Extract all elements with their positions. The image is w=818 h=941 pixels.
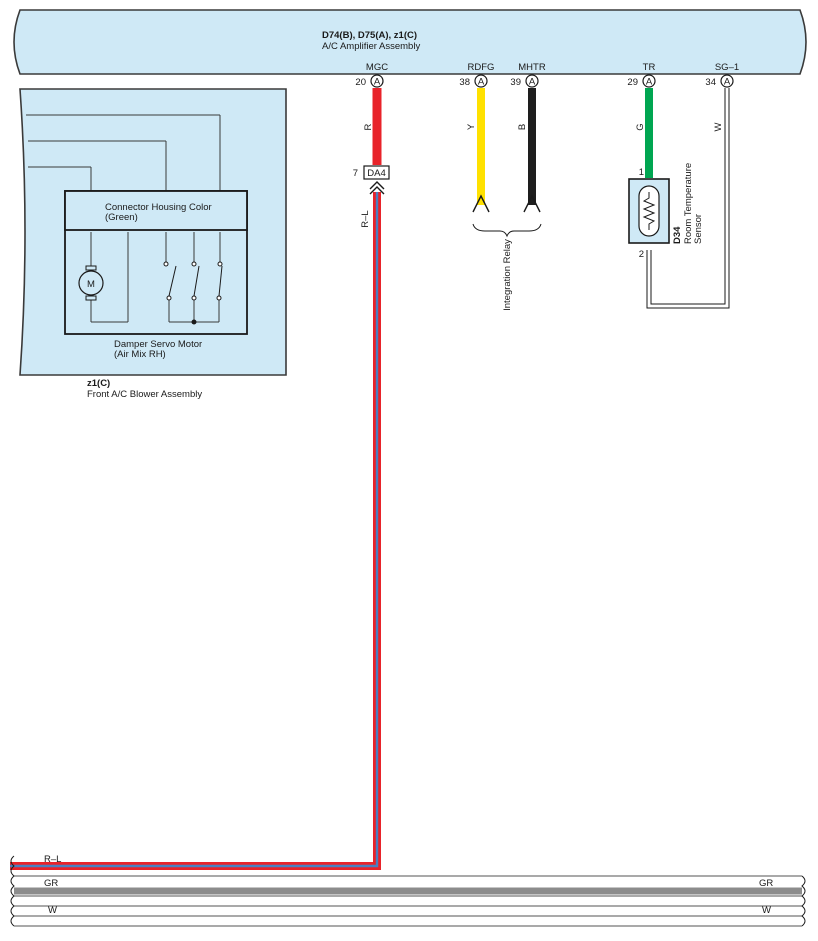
wire-end-chevron — [472, 194, 490, 213]
servo-internal-wiring — [90, 232, 221, 323]
bus-label-w-right: W — [762, 905, 771, 916]
switch-icon — [216, 261, 223, 301]
motor-name-line2: (Air Mix RH) — [114, 349, 166, 360]
wire-color-label: G — [635, 123, 646, 130]
terminal-pin-number: 34 — [705, 77, 716, 88]
relay-name: Integration Relay — [502, 239, 513, 311]
junction-dot — [191, 319, 197, 325]
motor-name-line1: Damper Servo Motor — [114, 339, 202, 350]
terminal-pin-number: 39 — [510, 77, 521, 88]
terminal-pin-number: 38 — [459, 77, 470, 88]
bus-label-w-left: W — [48, 905, 57, 916]
terminal-signal: TR — [643, 62, 656, 73]
break-mark-right — [801, 875, 806, 927]
amplifier-assembly: D74(B), D75(A), z1(C) A/C Amplifier Asse… — [13, 9, 807, 75]
wire-r-l-stripe — [10, 192, 379, 868]
motor-icon — [78, 270, 104, 296]
junction-chevron — [369, 181, 385, 190]
terminal-sg1: SG–1 34 A — [705, 62, 739, 88]
integration-relay: Integration Relay — [472, 223, 542, 311]
wire-tr: G — [635, 88, 653, 178]
bus-label-gr-left: GR — [44, 878, 58, 889]
junction-box — [363, 165, 390, 180]
terminal-connector-circle — [720, 74, 734, 88]
terminal-connector-circle — [370, 74, 384, 88]
terminal-signal: MGC — [366, 62, 388, 73]
blower-name: Front A/C Blower Assembly — [87, 389, 202, 400]
wire-color-label: B — [517, 124, 528, 130]
terminal-conn-letter: A — [529, 77, 536, 88]
terminal-conn-letter: A — [374, 77, 381, 88]
wire-mgc: R — [363, 88, 382, 165]
bus-label-r-l: R–L — [44, 854, 61, 865]
terminal-conn-letter: A — [724, 77, 731, 88]
relay-bracket — [472, 223, 542, 238]
terminal-connector-circle — [525, 74, 539, 88]
terminal-pin-number: 20 — [355, 77, 366, 88]
wire-end-chevron — [523, 194, 541, 213]
room-temperature-sensor: 1 2 D34 Room Temperature Sensor — [628, 163, 704, 260]
terminal-connector-circle — [474, 74, 488, 88]
wire-color-label: W — [713, 122, 724, 131]
sensor-pin-bottom: 2 — [639, 249, 644, 260]
wire-white-inner — [647, 88, 729, 308]
terminal-mhtr: MHTR 39 A — [510, 62, 545, 88]
blower-assembly: Connector Housing Color (Green) M — [19, 88, 287, 376]
sensor-name-line2: Sensor — [693, 214, 704, 244]
blower-internal-wires — [26, 114, 221, 191]
wire-rdfg: Y — [466, 88, 490, 213]
amplifier-panel — [13, 9, 807, 75]
terminal-signal: SG–1 — [715, 62, 739, 73]
terminal-signal: MHTR — [518, 62, 546, 73]
motor-brush — [85, 295, 97, 301]
housing-color-line1: Connector Housing Color — [105, 202, 212, 213]
bus-section: R–L GR GR W W — [10, 854, 806, 927]
wire-color-label: R–L — [360, 210, 371, 227]
terminal-pin-number: 29 — [627, 77, 638, 88]
sensor-code: D34 — [672, 226, 683, 244]
terminal-signal: RDFG — [468, 62, 495, 73]
wire-mhtr: B — [517, 88, 541, 213]
wire-sg1: W — [646, 88, 730, 309]
housing-color-box — [64, 190, 248, 231]
junction-da4: 7 DA4 R–L — [353, 165, 390, 228]
wire-r-l — [10, 192, 381, 870]
wire-color-label: R — [363, 123, 374, 130]
motor-symbol: M — [87, 279, 95, 290]
bus-label-gr-right: GR — [759, 878, 773, 889]
terminal-connector-circle — [642, 74, 656, 88]
terminal-conn-letter: A — [646, 77, 653, 88]
terminal-tr: TR 29 A — [627, 62, 656, 88]
break-mark-left — [10, 855, 15, 927]
terminal-conn-letter: A — [478, 77, 485, 88]
junction-pin: 7 — [353, 168, 358, 179]
sensor-pin-top: 1 — [639, 167, 644, 178]
thermistor-icon — [642, 192, 656, 230]
switch-icon — [191, 261, 200, 301]
amplifier-name: A/C Amplifier Assembly — [322, 41, 420, 52]
wire-color-label: Y — [466, 123, 477, 130]
switch-icon — [163, 261, 177, 301]
sensor-name-line1: Room Temperature — [683, 163, 694, 244]
blower-code: z1(C) — [87, 378, 110, 389]
terminal-rdfg: RDFG 38 A — [459, 62, 494, 88]
amplifier-connectors: D74(B), D75(A), z1(C) — [322, 30, 417, 41]
junction-name: DA4 — [367, 168, 385, 179]
housing-color-line2: (Green) — [105, 212, 138, 223]
terminal-mgc: MGC 20 A — [355, 62, 388, 88]
junction-chevron — [369, 186, 385, 195]
motor-brush — [85, 265, 97, 271]
